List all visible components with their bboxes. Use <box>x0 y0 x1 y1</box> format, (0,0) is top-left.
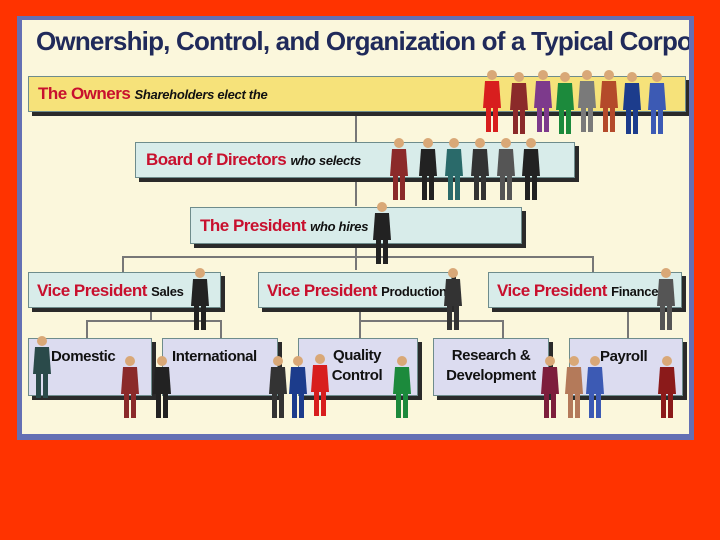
owner-person-8 <box>648 72 666 134</box>
owner-person-5 <box>578 70 596 132</box>
vp-finance-sub: Finance <box>611 284 659 299</box>
president-label: The President <box>200 216 306 235</box>
dept-domestic-line1: Domestic <box>51 348 116 365</box>
quality-person-3 <box>393 356 411 418</box>
dept-quality-line2: Control <box>331 367 383 384</box>
connector-owners-board <box>355 112 357 142</box>
payroll-person-1 <box>565 356 583 418</box>
board-person-4 <box>471 138 489 200</box>
vp-production-box: Vice President Production <box>258 272 452 308</box>
dept-international-box: International <box>162 338 278 396</box>
connector-vp-bar <box>122 256 592 258</box>
domestic-person-1 <box>33 336 51 398</box>
president-person <box>373 202 391 264</box>
board-label: Board of Directors <box>146 150 287 169</box>
owner-person-1 <box>483 70 501 132</box>
vp-finance-label: Vice President <box>497 281 607 300</box>
board-person-1 <box>390 138 408 200</box>
connector-sales-stem <box>150 308 152 322</box>
connector-international-drop <box>220 320 222 338</box>
connector-production-stem <box>359 308 361 338</box>
president-box: The President who hires <box>190 207 522 244</box>
board-person-5 <box>497 138 515 200</box>
connector-production-depts <box>359 320 504 322</box>
owner-person-4 <box>556 72 574 134</box>
board-person-6 <box>522 138 540 200</box>
vp-sales-label: Vice President <box>37 281 147 300</box>
domestic-person-2 <box>121 356 139 418</box>
owners-box: The Owners Shareholders elect the <box>28 76 686 112</box>
vp-sales-box: Vice President Sales <box>28 272 221 308</box>
diagram-title: Ownership, Control, and Organization of … <box>36 26 689 56</box>
board-sub: who selects <box>290 153 361 168</box>
quality-person-1 <box>289 356 307 418</box>
payroll-person-3 <box>658 356 676 418</box>
connector-board-president <box>355 178 357 206</box>
research-person-1 <box>541 356 559 418</box>
president-sub: who hires <box>310 219 369 234</box>
vp-production-person <box>444 268 462 330</box>
vp-sales-person <box>191 268 209 330</box>
dept-research-line1: Research & <box>451 347 531 364</box>
payroll-person-2 <box>586 356 604 418</box>
dept-international-line1: International <box>172 348 257 365</box>
owner-person-7 <box>623 72 641 134</box>
connector-finance-stem <box>627 308 629 338</box>
owners-label: The Owners <box>38 84 131 103</box>
people-illustrations <box>33 70 676 418</box>
connector-vp-sales-drop <box>122 256 124 272</box>
owners-sub: Shareholders elect the <box>134 87 268 102</box>
dept-research-line2: Development <box>446 367 536 384</box>
dept-payroll-line1: Payroll <box>600 348 648 365</box>
owner-person-6 <box>600 70 618 132</box>
vp-production-label: Vice President <box>267 281 377 300</box>
board-person-3 <box>445 138 463 200</box>
vp-finance-person <box>657 268 675 330</box>
owner-person-2 <box>510 72 528 134</box>
diagram-panel: Ownership, Control, and Organization of … <box>22 20 689 434</box>
connector-domestic-drop <box>86 320 88 338</box>
connector-vp-finance-drop <box>592 256 594 272</box>
quality-person-2 <box>311 354 329 416</box>
vp-production-sub: Production <box>381 284 447 299</box>
dept-quality-line1: Quality <box>332 347 382 364</box>
international-person-1 <box>153 356 171 418</box>
connector-sales-depts <box>86 320 222 322</box>
owner-person-3 <box>534 70 552 132</box>
dept-research-box: Research & Development <box>433 338 549 396</box>
international-person-2 <box>269 356 287 418</box>
board-person-2 <box>419 138 437 200</box>
vp-sales-sub: Sales <box>151 284 184 299</box>
vp-finance-box: Vice President Finance <box>488 272 682 308</box>
connector-research-drop <box>502 320 504 338</box>
